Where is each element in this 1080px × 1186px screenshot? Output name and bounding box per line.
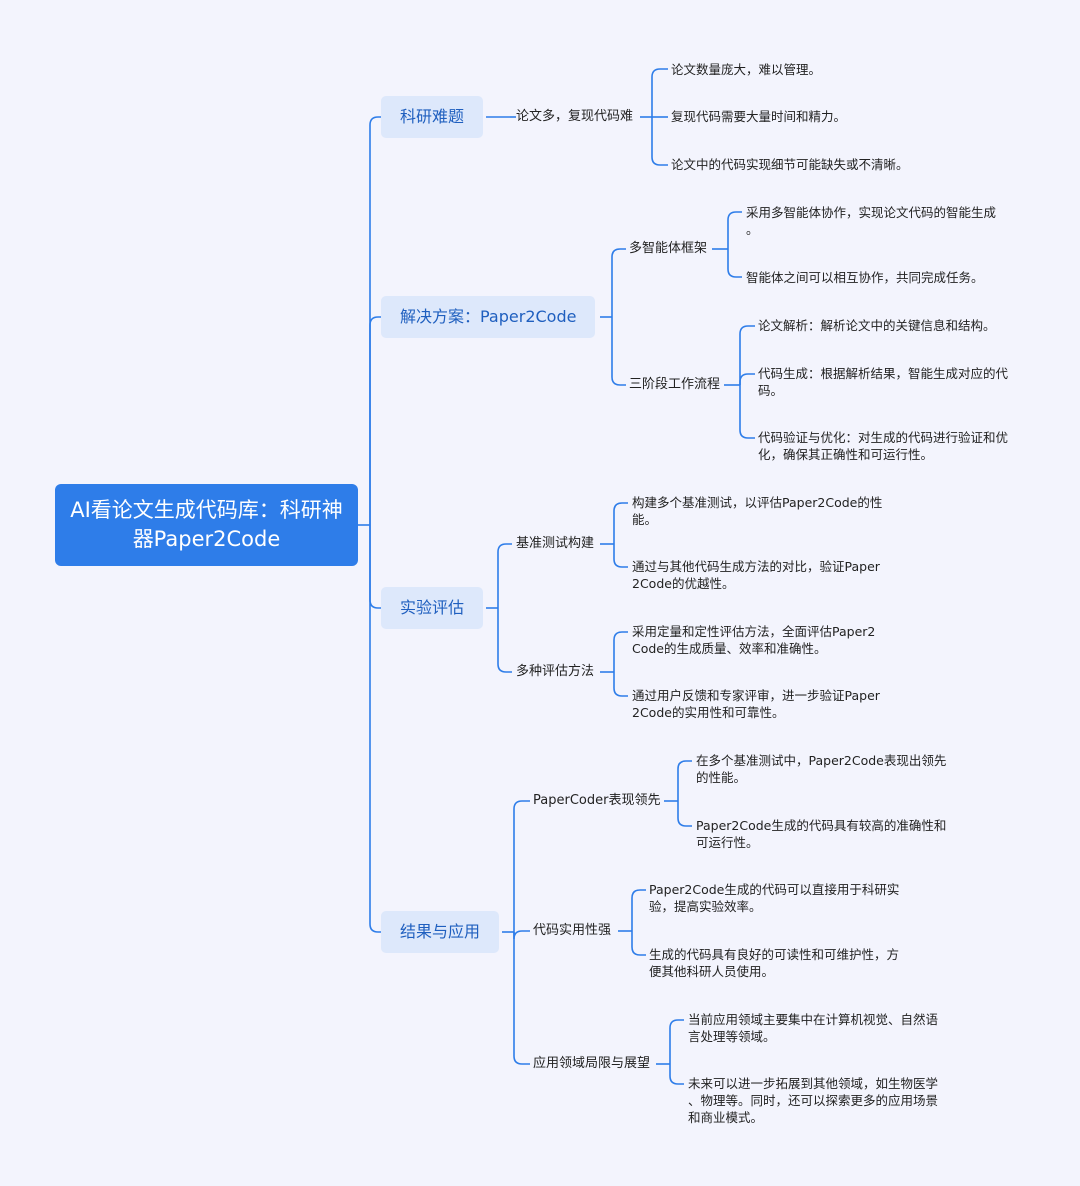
leaf-readability[interactable]: 生成的代码具有良好的可读性和可维护性，方 便其他科研人员使用。: [649, 947, 900, 979]
topic-practical-code[interactable]: 代码实用性强: [533, 923, 612, 938]
topic-multi-agent[interactable]: 多智能体框架: [629, 241, 708, 256]
topic32-connector-branch-1: [669, 1064, 684, 1085]
leaf-multi-agent-collab[interactable]: 采用多智能体协作，实现论文代码的智能生成 。: [746, 205, 997, 237]
topic00-connector-branch-0: [651, 68, 668, 117]
root-topic[interactable]: AI看论文生成代码库：科研神器Paper2Code: [55, 484, 358, 566]
root-connector-branch-2: [369, 525, 381, 609]
branch-experiment-evaluation[interactable]: 实验评估: [381, 587, 484, 629]
leaf-agents-cooperate[interactable]: 智能体之间可以相互协作，共同完成任务。: [746, 270, 984, 285]
topic-many-papers[interactable]: 论文多，复现代码难: [516, 109, 634, 124]
leaf-paper-volume[interactable]: 论文数量庞大，难以管理。: [671, 62, 822, 77]
leaf-future-expansion[interactable]: 未来可以进一步拓展到其他领域，如生物医学 、物理等。同时，还可以探索更多的应用场…: [688, 1076, 939, 1125]
leaf-missing-details[interactable]: 论文中的代码实现细节可能缺失或不清晰。: [671, 157, 909, 172]
leaf-user-expert-review[interactable]: 通过用户反馈和专家评审，进一步验证Paper 2Code的实用性和可靠性。: [632, 688, 880, 720]
root-connector-branch-3: [369, 525, 381, 933]
branch2-connector-branch-1: [497, 608, 512, 673]
leaf-compare-methods[interactable]: 通过与其他代码生成方法的对比，验证Paper 2Code的优越性。: [632, 559, 880, 591]
branch3-connector-branch-2: [513, 932, 530, 1065]
branch-solution-paper2code[interactable]: 解决方案：Paper2Code: [381, 296, 596, 338]
root-title: AI看论文生成代码库：科研神器Paper2Code: [70, 498, 343, 551]
topic10-connector-branch-0: [727, 211, 742, 249]
topic-evaluation-methods[interactable]: 多种评估方法: [516, 664, 595, 679]
root-connector-branch-0: [369, 116, 381, 525]
topic30-connector-branch-0: [677, 760, 692, 801]
topic21-connector-branch-0: [613, 631, 628, 672]
root-connector-branch-1: [369, 316, 381, 525]
topic31-connector-branch-0: [631, 889, 646, 931]
topic-three-stage[interactable]: 三阶段工作流程: [629, 377, 721, 392]
leaf-paper-parsing[interactable]: 论文解析：解析论文中的关键信息和结构。: [758, 318, 996, 333]
topic-application-limits[interactable]: 应用领域局限与展望: [533, 1056, 651, 1071]
topic30-connector-branch-1: [677, 801, 692, 827]
topic-benchmark[interactable]: 基准测试构建: [516, 536, 595, 551]
leaf-direct-use[interactable]: Paper2Code生成的代码可以直接用于科研实 验，提高实验效率。: [649, 882, 900, 914]
branch3-connector-branch-1: [513, 930, 530, 940]
topic32-connector-branch-0: [669, 1019, 684, 1064]
topic11-connector-branch-2: [739, 385, 755, 439]
leaf-current-domains[interactable]: 当前应用领域主要集中在计算机视觉、自然语 言处理等领域。: [688, 1012, 939, 1044]
branch1-connector-branch-1: [611, 317, 626, 386]
leaf-reproduce-time[interactable]: 复现代码需要大量时间和精力。: [671, 109, 847, 124]
topic11-connector-branch-0: [739, 325, 755, 385]
topic11-connector-branch-1: [739, 373, 755, 385]
branch2-connector-branch-0: [497, 543, 512, 608]
topic10-connector-branch-1: [727, 249, 742, 278]
topic20-connector-branch-0: [613, 502, 628, 544]
leaf-quantitative-qualitative[interactable]: 采用定量和定性评估方法，全面评估Paper2 Code的生成质量、效率和准确性。: [632, 624, 876, 656]
leaf-build-benchmarks[interactable]: 构建多个基准测试，以评估Paper2Code的性 能。: [632, 495, 883, 527]
topic31-connector-branch-1: [631, 931, 646, 956]
branch1-connector-branch-0: [611, 248, 626, 317]
leaf-high-accuracy[interactable]: Paper2Code生成的代码具有较高的准确性和 可运行性。: [696, 818, 947, 850]
branch-research-problems[interactable]: 科研难题: [381, 96, 484, 138]
topic-papercoder-leading[interactable]: PaperCoder表现领先: [533, 793, 661, 808]
leaf-leading-performance[interactable]: 在多个基准测试中，Paper2Code表现出领先 的性能。: [696, 753, 947, 785]
leaf-code-generation[interactable]: 代码生成：根据解析结果，智能生成对应的代 码。: [758, 366, 1009, 398]
topic20-connector-branch-1: [613, 544, 628, 568]
topic00-connector-branch-2: [651, 117, 668, 166]
branch-results-applications[interactable]: 结果与应用: [381, 911, 500, 953]
branch3-connector-branch-0: [513, 800, 530, 932]
topic21-connector-branch-1: [613, 672, 628, 697]
leaf-code-verification[interactable]: 代码验证与优化：对生成的代码进行验证和优 化，确保其正确性和可运行性。: [758, 430, 1009, 462]
